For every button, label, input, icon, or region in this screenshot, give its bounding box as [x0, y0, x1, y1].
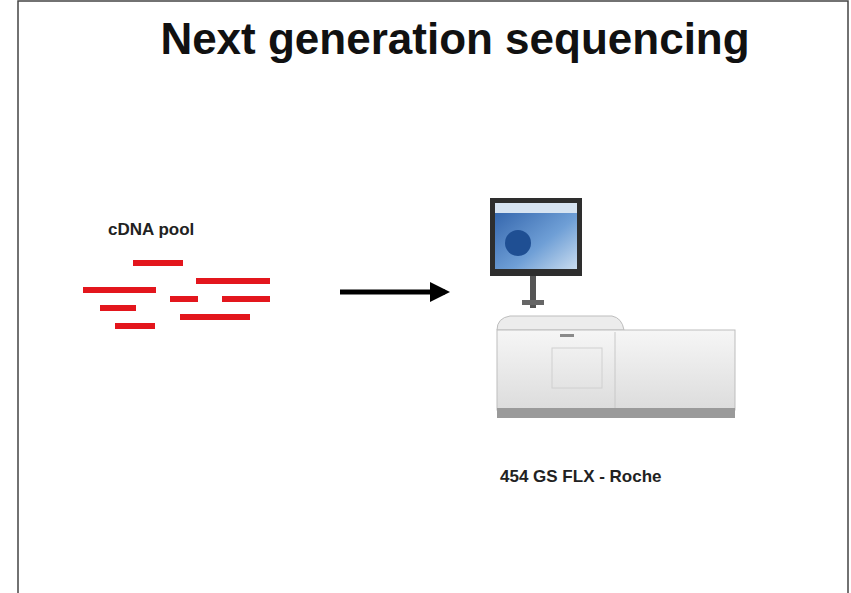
- flow-arrow: [340, 290, 445, 295]
- cdna-pool-group: cDNA pool: [78, 212, 340, 340]
- sequencer-group: 454 GS FLX - Roche: [445, 192, 805, 497]
- sequencer-machine: [490, 198, 735, 418]
- frame-border: [18, 1, 848, 593]
- slide-title: Next generation sequencing: [60, 14, 850, 64]
- node-label: 454 GS FLX - Roche: [500, 467, 662, 487]
- cdna-fragments: [83, 260, 270, 329]
- node-label: cDNA pool: [108, 220, 194, 240]
